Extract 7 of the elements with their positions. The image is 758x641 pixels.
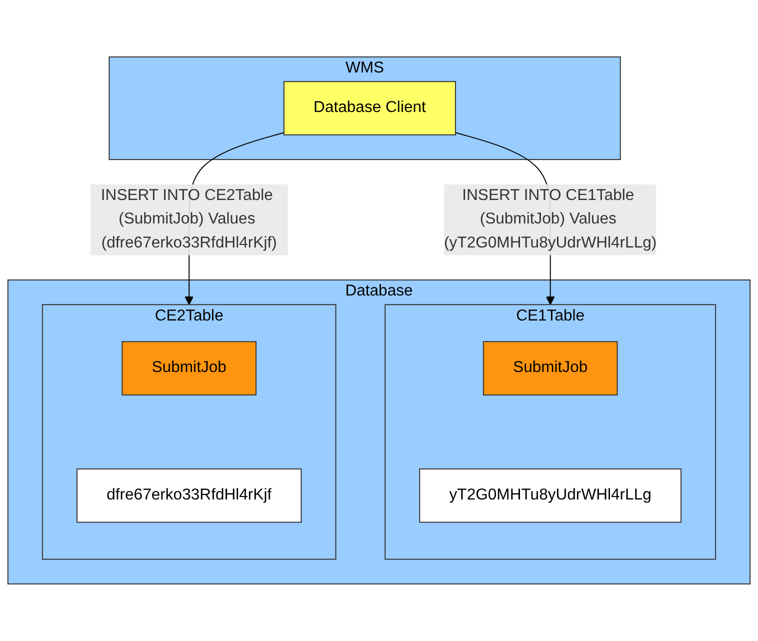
node-box: dfre67erko33RfdHl4rKjf xyxy=(76,468,302,523)
node-box: SubmitJob xyxy=(482,341,618,396)
node-box: yT2G0MHTu8yUdrWHl4rLLg xyxy=(419,468,682,523)
node-box: Database Client xyxy=(283,81,456,136)
edge-label: INSERT INTO CE1Table (SubmitJob) Values (yT2G0MHTu8yUdrWHl4rLLg) xyxy=(444,187,657,252)
node-box: SubmitJob xyxy=(122,341,257,396)
edge-label: INSERT INTO CE2Table (SubmitJob) Values (dfre67erko33RfdHl4rKjf) xyxy=(100,187,277,252)
